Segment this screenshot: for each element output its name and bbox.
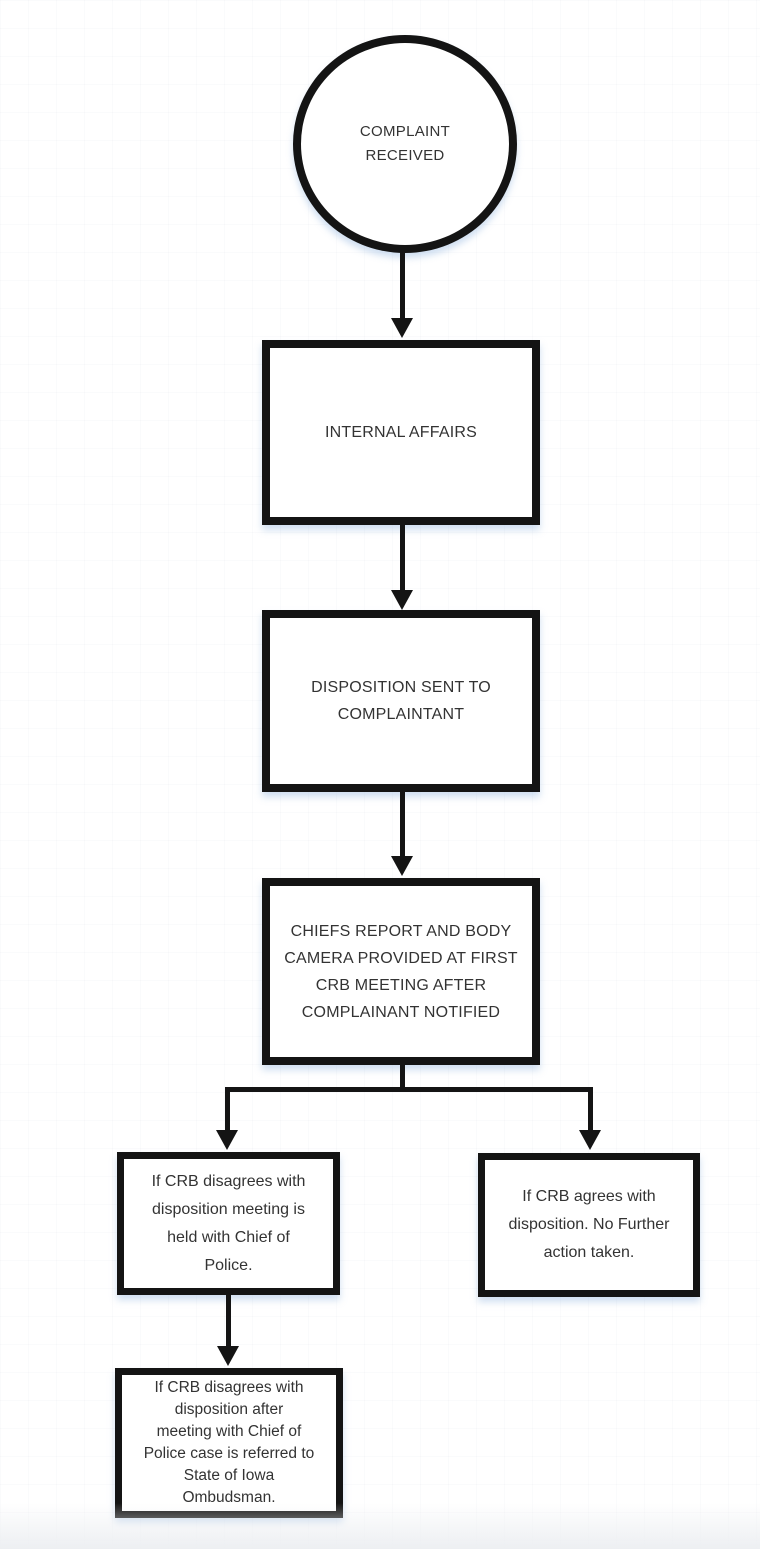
node-ombudsman: If CRB disagrees with disposition after … [115, 1368, 343, 1518]
arrow-down-icon [216, 1130, 238, 1150]
node-chiefs-report: CHIEFS REPORT AND BODY CAMERA PROVIDED A… [262, 878, 540, 1065]
edge-disposition-to-chiefs-report-line [400, 792, 405, 858]
node-crb-disagrees: If CRB disagrees with disposition meetin… [117, 1152, 340, 1295]
arrow-down-icon [391, 318, 413, 338]
node-crb-agrees-label: If CRB agrees with disposition. No Furth… [508, 1188, 670, 1261]
node-crb-agrees: If CRB agrees with disposition. No Furth… [478, 1153, 700, 1297]
arrow-down-icon [391, 856, 413, 876]
edge-disagrees-to-ombudsman-line [226, 1295, 231, 1348]
branch-stub-line [400, 1065, 405, 1091]
node-disposition-sent: DISPOSITION SENT TO COMPLAINTANT [262, 610, 540, 792]
branch-horizontal-line [225, 1087, 593, 1092]
node-internal-affairs-label: INTERNAL AFFAIRS [325, 424, 477, 441]
node-internal-affairs: INTERNAL AFFAIRS [262, 340, 540, 525]
page-bottom-fade [0, 1503, 760, 1549]
branch-left-drop-line [225, 1087, 230, 1132]
node-complaint-received-label: COMPLAINT RECEIVED [359, 123, 451, 164]
node-complaint-received: COMPLAINT RECEIVED [293, 35, 517, 253]
arrow-down-icon [391, 590, 413, 610]
node-crb-disagrees-label: If CRB disagrees with disposition meetin… [151, 1172, 306, 1274]
arrow-down-icon [579, 1130, 601, 1150]
node-disposition-sent-label: DISPOSITION SENT TO COMPLAINTANT [311, 679, 491, 723]
node-ombudsman-label: If CRB disagrees with disposition after … [143, 1379, 315, 1506]
edge-start-to-internal-affairs-line [400, 251, 405, 320]
arrow-down-icon [217, 1346, 239, 1366]
branch-right-drop-line [588, 1087, 593, 1132]
node-chiefs-report-label: CHIEFS REPORT AND BODY CAMERA PROVIDED A… [284, 922, 518, 1021]
edge-internal-affairs-to-disposition-line [400, 525, 405, 592]
